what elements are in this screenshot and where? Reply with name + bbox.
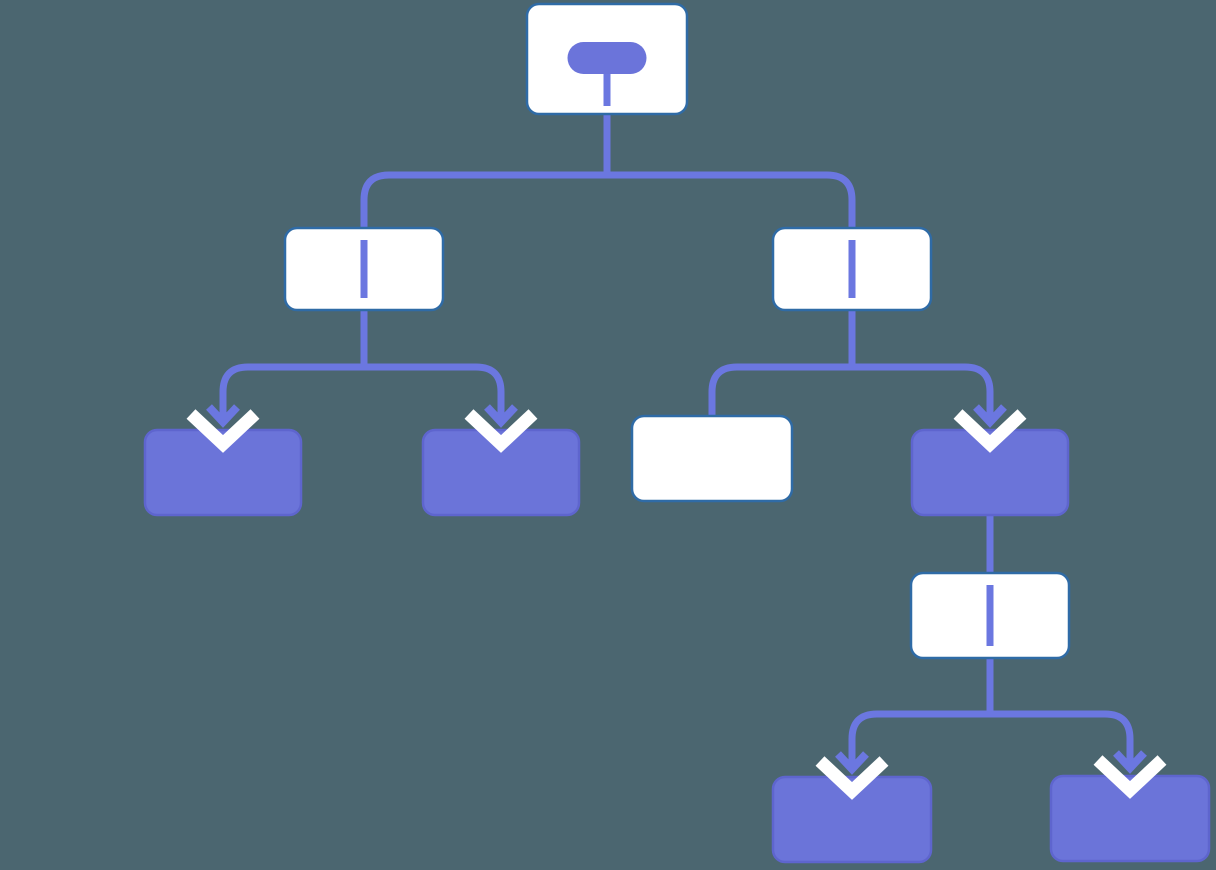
arrow-casing-chevron (464, 409, 538, 453)
edge-root-seq-left (360, 171, 607, 228)
task-node-box[interactable] (1049, 774, 1211, 863)
edge-seq-left-task-left-2 (364, 363, 505, 422)
arrow-down-icon (464, 404, 538, 453)
edges-layer (219, 114, 1134, 769)
arrow-head-chevron (973, 404, 1007, 428)
node-seq-right[interactable] (771, 226, 933, 312)
arrow-casing-chevron (186, 409, 260, 453)
node-seq-left[interactable] (283, 226, 445, 312)
task-node-box[interactable] (143, 428, 303, 517)
arrow-casing-chevron (1093, 755, 1167, 799)
node-root[interactable] (525, 2, 689, 116)
edge-seq-right-leaf-plain (708, 363, 852, 416)
node-task-left-1[interactable] (143, 428, 303, 517)
node-task-right[interactable] (910, 428, 1070, 517)
arrow-head-chevron (835, 751, 869, 775)
arrow-down-icon (815, 751, 889, 800)
edge-seq-bottom-task-bottom-right (990, 710, 1134, 768)
node-task-bottom-right[interactable] (1049, 774, 1211, 863)
task-node-box[interactable] (421, 428, 581, 517)
node-leaf-plain[interactable] (630, 414, 794, 503)
arrow-down-icon (186, 404, 260, 453)
node-task-bottom-left[interactable] (771, 775, 933, 864)
arrow-casing-chevron (815, 756, 889, 800)
edge-seq-bottom-task-bottom-left (848, 710, 990, 769)
arrow-casing-chevron (953, 409, 1027, 453)
arrow-head-chevron (484, 404, 518, 428)
node-task-left-2[interactable] (421, 428, 581, 517)
root-pill-icon (567, 42, 647, 74)
edge-seq-right-task-right (852, 363, 994, 422)
arrow-down-icon (953, 404, 1027, 453)
edge-seq-left-task-left-1 (219, 363, 364, 422)
edge-root-seq-right (607, 171, 856, 228)
node-seq-bottom[interactable] (909, 571, 1071, 660)
task-node-box[interactable] (771, 775, 933, 864)
arrows-layer (186, 404, 1167, 800)
arrow-head-chevron (206, 404, 240, 428)
task-node-box[interactable] (910, 428, 1070, 517)
arrow-head-chevron (1113, 750, 1147, 774)
arrow-down-icon (1093, 750, 1167, 799)
node-box[interactable] (630, 414, 794, 503)
nodes-layer (143, 2, 1211, 864)
